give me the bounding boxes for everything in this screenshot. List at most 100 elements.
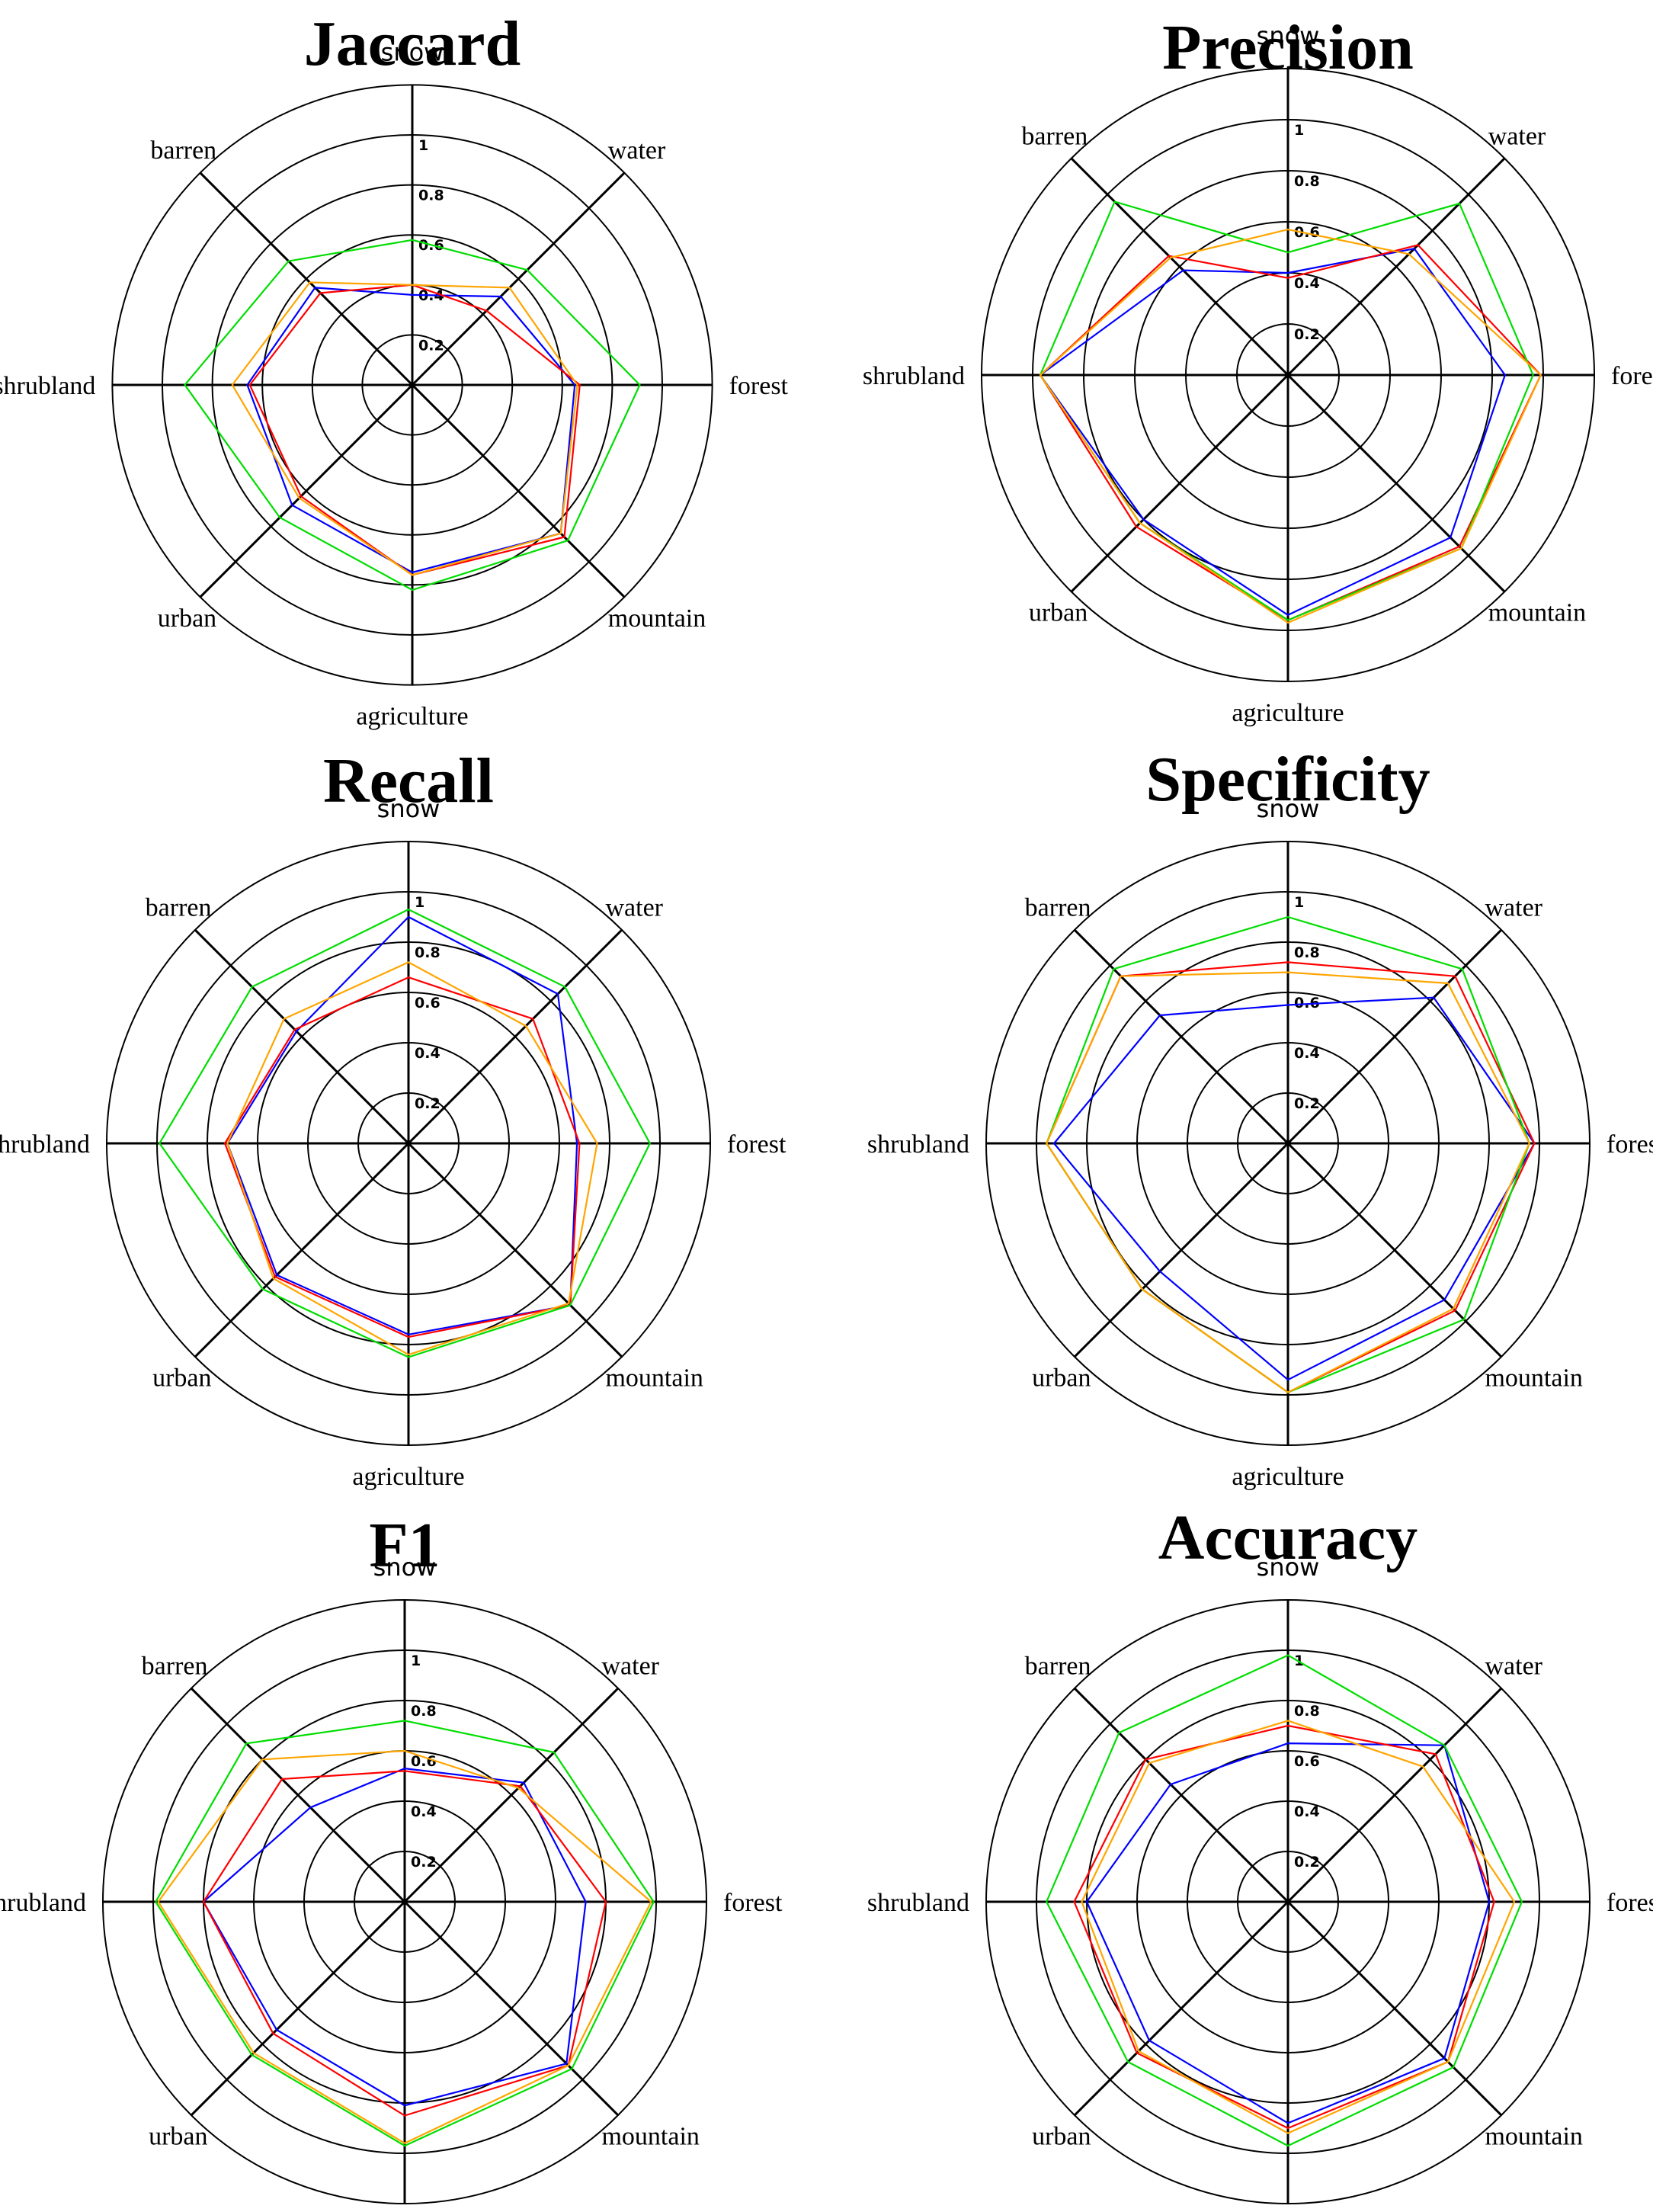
tick-label: 0.6 (411, 1753, 437, 1770)
axis-label-urban: urban (158, 604, 216, 633)
axis-spoke-barren (199, 172, 414, 386)
radar-chart-4: F10.20.40.60.81snowwaterforestmountainag… (0, 1510, 783, 2204)
axis-spoke-water (1286, 1687, 1503, 1903)
series-polygon-2 (1046, 1654, 1523, 2147)
axis-spoke-water (411, 172, 626, 386)
tick-label: 1 (411, 1653, 421, 1669)
axis-spoke-mountain (1286, 373, 1506, 593)
axis-label-barren: barren (1025, 1653, 1091, 1681)
axis-spoke-urban (1073, 1142, 1289, 1358)
axis-label-agriculture: agriculture (356, 703, 468, 731)
axis-label-mountain: mountain (608, 604, 706, 633)
chart-title: Jaccard (304, 8, 521, 79)
chart-title: F1 (369, 1510, 440, 1581)
tick-label: 0.6 (1294, 224, 1320, 241)
axis-label-shrubland: shrubland (0, 372, 95, 400)
tick-label: 0.4 (1294, 1045, 1320, 1062)
axis-label-mountain: mountain (1485, 1364, 1582, 1392)
axis-spoke-barren (1070, 157, 1289, 377)
axis-spoke-water (1286, 157, 1506, 377)
series-polygon-2 (1039, 200, 1534, 621)
axis-spoke-mountain (1286, 1142, 1503, 1358)
axis-spoke-barren (1073, 1687, 1289, 1903)
series-polygon-3 (226, 961, 598, 1356)
axis-spoke-barren (190, 1687, 406, 1903)
axis-label-urban: urban (1029, 599, 1088, 627)
tick-label: 0.4 (1294, 1803, 1320, 1820)
series-polygon-0 (202, 1768, 587, 2107)
axis-label-barren: barren (146, 894, 212, 922)
tick-label: 1 (418, 137, 428, 154)
tick-label: 1 (1294, 894, 1304, 911)
series-polygon-1 (1046, 961, 1536, 1393)
series-polygon-1 (248, 284, 581, 576)
axis-label-barren: barren (142, 1653, 208, 1681)
axis-label-mountain: mountain (605, 1364, 703, 1392)
series-polygon-0 (1085, 1742, 1491, 2124)
series-polygon-0 (246, 287, 576, 574)
tick-label: 0.2 (415, 1095, 440, 1112)
axis-label-shrubland: shrubland (867, 1889, 969, 1917)
chart-title: Accuracy (1158, 1502, 1418, 1573)
tick-label: 0.8 (418, 188, 444, 204)
axis-label-forest: forest (727, 1130, 786, 1159)
series-polygon-1 (1073, 1724, 1495, 2130)
axis-label-mountain: mountain (1488, 599, 1586, 627)
axis-spoke-urban (1073, 1900, 1289, 2117)
axis-spoke-barren (194, 928, 410, 1145)
radar-chart-0: Jaccard0.20.40.60.81snowwaterforestmount… (0, 8, 789, 731)
axis-label-snow: snow (1257, 794, 1320, 823)
axis-label-snow: snow (1257, 1553, 1320, 1582)
series-polygon-3 (1039, 229, 1542, 624)
axis-label-barren: barren (1021, 122, 1088, 150)
axis-spoke-water (403, 1687, 620, 1903)
series-polygon-1 (202, 1770, 607, 2117)
axis-label-urban: urban (149, 2122, 207, 2150)
tick-label: 0.8 (1294, 944, 1320, 961)
tick-label: 0.4 (1294, 275, 1320, 292)
axis-spoke-water (407, 928, 623, 1145)
axis-label-urban: urban (1032, 1364, 1091, 1392)
axis-label-forest: forest (1607, 1889, 1653, 1917)
axis-label-snow: snow (377, 794, 440, 823)
tick-label: 0.4 (411, 1803, 437, 1820)
axis-label-forest: forest (723, 1889, 783, 1917)
axis-spoke-mountain (403, 1900, 620, 2117)
axis-label-forest: forest (1611, 362, 1653, 390)
axis-label-shrubland: shrubland (0, 1889, 86, 1917)
series-polygon-3 (1081, 1720, 1516, 2134)
axis-label-barren: barren (150, 136, 216, 165)
tick-label: 0.2 (411, 1854, 437, 1871)
axis-spoke-mountain (1286, 1900, 1503, 2117)
axis-label-urban: urban (1032, 2122, 1091, 2150)
axis-label-shrubland: shrubland (867, 1130, 969, 1159)
axis-spoke-mountain (411, 383, 626, 598)
axis-label-forest: forest (1607, 1130, 1653, 1159)
series-polygon-3 (1046, 971, 1530, 1393)
tick-label: 0.4 (415, 1045, 440, 1062)
tick-label: 0.6 (1294, 995, 1320, 1011)
axis-label-urban: urban (152, 1364, 211, 1392)
tick-label: 0.8 (1294, 173, 1320, 190)
axis-spoke-urban (1070, 373, 1289, 593)
chart-title: Specificity (1145, 744, 1430, 815)
axis-spoke-urban (190, 1900, 406, 2117)
axis-label-agriculture: agriculture (1232, 699, 1344, 727)
axis-label-water: water (601, 1653, 659, 1681)
radar-chart-1: Precision0.20.40.60.81snowwaterforestmou… (863, 12, 1653, 727)
series-polygon-3 (231, 281, 578, 576)
axis-label-snow: snow (381, 37, 444, 66)
series-polygon-1 (224, 976, 581, 1338)
axis-label-snow: snow (1257, 21, 1320, 50)
axis-label-water: water (1485, 894, 1542, 922)
series-polygon-2 (159, 908, 651, 1358)
series-polygon-0 (1039, 248, 1506, 617)
tick-label: 0.8 (415, 944, 440, 961)
axis-label-water: water (1485, 1653, 1542, 1681)
axis-label-agriculture: agriculture (352, 1463, 464, 1491)
radar-chart-5: Accuracy0.20.40.60.81snowwaterforestmoun… (867, 1502, 1653, 2204)
series-polygon-0 (226, 915, 578, 1335)
tick-label: 0.6 (1294, 1753, 1320, 1770)
axis-label-snow: snow (373, 1553, 437, 1582)
